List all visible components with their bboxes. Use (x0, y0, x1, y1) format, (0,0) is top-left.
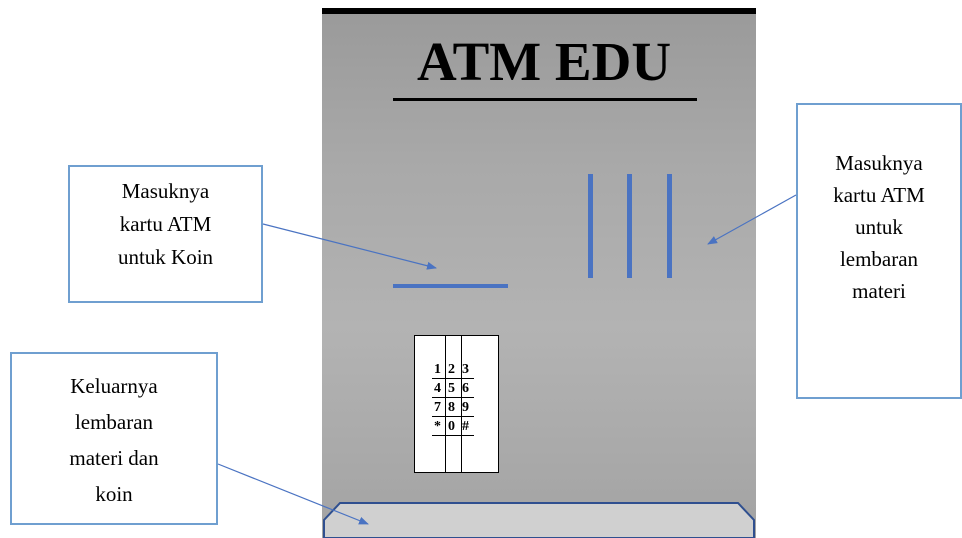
callout-output-tray-line-2: lembaran (74, 410, 154, 434)
keypad-divider-right (461, 336, 462, 472)
callout-sheet-slot-line-3: untuk (855, 215, 903, 239)
key-0[interactable]: 0 (446, 417, 460, 436)
callout-sheet-slot: Masuknya kartu ATM untuk lembaran materi (796, 103, 962, 399)
callout-output-tray-line-1: Keluarnya (70, 374, 158, 398)
key-2[interactable]: 2 (446, 360, 460, 379)
key-star[interactable]: * (432, 417, 446, 436)
callout-coin-slot-line-3: untuk Koin (117, 245, 214, 269)
key-4[interactable]: 4 (432, 379, 446, 398)
key-9[interactable]: 9 (460, 398, 474, 417)
key-3[interactable]: 3 (460, 360, 474, 379)
callout-output-tray-line-3: materi dan (69, 446, 159, 470)
keypad-grid: 1 2 3 4 5 6 7 8 9 * 0 # (432, 360, 474, 436)
callout-sheet-slot-line-1: Masuknya (835, 151, 923, 175)
callout-output-tray-line-4: koin (95, 482, 133, 506)
atm-machine-top-edge (322, 8, 756, 14)
key-5[interactable]: 5 (446, 379, 460, 398)
callout-coin-slot-line-1: Masuknya (121, 179, 210, 203)
key-hash[interactable]: # (460, 417, 474, 436)
keypad-divider-left (445, 336, 446, 472)
callout-output-tray: Keluarnya lembaran materi dan koin (10, 352, 218, 525)
key-7[interactable]: 7 (432, 398, 446, 417)
sheet-card-slot-3[interactable] (667, 174, 672, 278)
keypad: 1 2 3 4 5 6 7 8 9 * 0 # (414, 335, 499, 473)
atm-title: ATM EDU (416, 31, 672, 92)
coin-card-slot[interactable] (393, 284, 508, 288)
callout-sheet-slot-line-5: materi (852, 279, 906, 303)
key-8[interactable]: 8 (446, 398, 460, 417)
key-6[interactable]: 6 (460, 379, 474, 398)
callout-coin-slot-line-2: kartu ATM (119, 212, 212, 236)
output-tray-shape (323, 502, 755, 538)
callout-sheet-slot-line-2: kartu ATM (833, 183, 925, 207)
callout-coin-slot: Masuknya kartu ATM untuk Koin (68, 165, 263, 303)
sheet-card-slot-2[interactable] (627, 174, 632, 278)
callout-sheet-slot-line-4: lembaran (839, 247, 919, 271)
output-tray[interactable] (322, 502, 756, 538)
sheet-card-slot-1[interactable] (588, 174, 593, 278)
atm-title-underline (393, 98, 697, 101)
key-1[interactable]: 1 (432, 360, 446, 379)
